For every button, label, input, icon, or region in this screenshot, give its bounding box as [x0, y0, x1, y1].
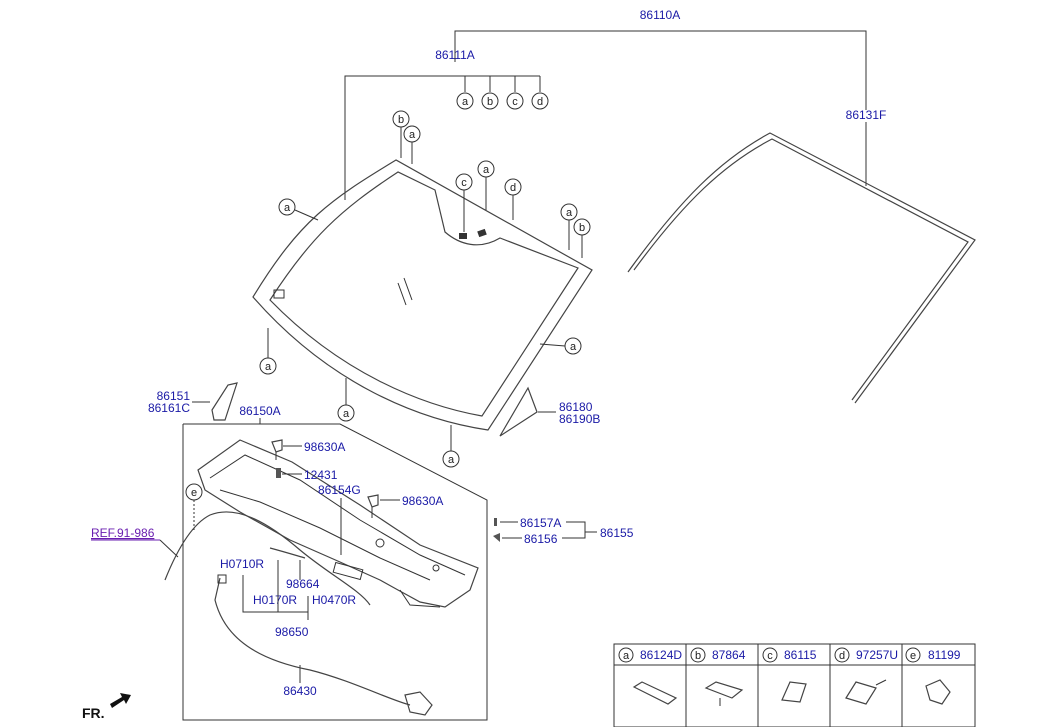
- callout-ws-a4: a: [560, 203, 578, 250]
- svg-text:b: b: [398, 114, 404, 126]
- cowl-group-box: 86150A: [182, 404, 488, 721]
- svg-text:e: e: [191, 487, 197, 499]
- part-86430: 86430: [214, 574, 433, 716]
- svg-text:b: b: [579, 222, 585, 234]
- part-12431: 12431: [276, 468, 338, 482]
- callout-top-d: d: [531, 92, 549, 110]
- svg-text:d: d: [537, 96, 543, 108]
- callout-ws-d: d: [504, 178, 522, 220]
- label-86157A: 86157A: [520, 516, 561, 530]
- label-H0710R: H0710R: [220, 557, 264, 571]
- windshield-glass: [252, 159, 593, 431]
- callout-ws-b: b: [392, 110, 410, 158]
- legend-cell-a: a 86124D: [618, 647, 682, 705]
- ref-label[interactable]: REF.91-986: [91, 526, 155, 540]
- svg-text:86115: 86115: [784, 648, 817, 662]
- svg-text:a: a: [409, 129, 416, 141]
- svg-text:a: a: [623, 650, 630, 662]
- svg-text:87864: 87864: [712, 648, 746, 662]
- svg-text:c: c: [767, 650, 773, 662]
- label-98630A-1: 98630A: [304, 440, 345, 454]
- leader-86110A: 86110A: [454, 8, 867, 186]
- svg-text:a: a: [566, 207, 573, 219]
- svg-text:a: a: [483, 164, 490, 176]
- svg-text:a: a: [462, 96, 469, 108]
- part-86151-86161C: 86151 86161C: [148, 382, 238, 421]
- part-98630A-1: 98630A: [271, 439, 345, 460]
- label-98650: 98650: [275, 625, 309, 639]
- callout-ws-a1: a: [403, 125, 421, 164]
- callout-e-cowl: e: [185, 483, 203, 530]
- callout-top-a: a: [456, 92, 474, 110]
- callout-ws-c: c: [455, 173, 473, 232]
- svg-text:b: b: [487, 96, 493, 108]
- legend-cell-e: e 81199: [905, 647, 961, 705]
- svg-text:d: d: [839, 650, 845, 662]
- fr-label: FR.: [82, 705, 105, 721]
- leader-86111A: 86111A: [344, 48, 541, 200]
- svg-text:a: a: [570, 341, 577, 353]
- label-86154G: 86154G: [318, 483, 361, 497]
- callout-ws-a5: a: [259, 328, 277, 375]
- legend-cell-b: b 87864: [690, 647, 746, 706]
- cowl-top-cover: [197, 439, 479, 608]
- label-86111A: 86111A: [435, 48, 475, 62]
- label-86161C: 86161C: [148, 401, 190, 415]
- callout-top-c: c: [506, 92, 524, 110]
- svg-text:e: e: [910, 650, 916, 662]
- front-direction-indicator: FR.: [82, 693, 131, 721]
- ref-91-986: REF.91-986: [91, 511, 371, 606]
- part-86154G: 86154G: [318, 483, 361, 555]
- label-98630A-2: 98630A: [402, 494, 443, 508]
- arrow-icon: [110, 693, 131, 708]
- legend-cell-c: c 86115: [762, 647, 817, 703]
- svg-text:b: b: [695, 650, 701, 662]
- label-86151: 86151: [157, 389, 191, 403]
- svg-text:a: a: [265, 361, 272, 373]
- label-86430: 86430: [283, 684, 317, 698]
- label-H0170R: H0170R: [253, 593, 297, 607]
- label-86190B: 86190B: [559, 412, 600, 426]
- callout-ws-a7: a: [337, 378, 355, 422]
- part-98630A-2: 98630A: [367, 494, 443, 518]
- svg-text:97257U: 97257U: [856, 648, 898, 662]
- callout-ws-a6: a: [539, 337, 582, 355]
- windshield-moulding-86131F: 86131F: [627, 108, 976, 404]
- callout-ws-b2: b: [573, 218, 591, 258]
- label-86150A: 86150A: [239, 404, 280, 418]
- washer-hose-labels: H0710R 98664 H0170R H0470R 98650: [220, 547, 356, 639]
- label-98664: 98664: [286, 577, 320, 591]
- callout-ws-a3: a: [278, 198, 319, 221]
- svg-text:81199: 81199: [928, 648, 961, 662]
- label-86131F: 86131F: [846, 108, 887, 122]
- svg-text:a: a: [448, 454, 455, 466]
- legend-table: a 86124D b 87864 c 86115 d 97257U e: [613, 643, 976, 727]
- part-86155-group: 86157A 86156 86155: [493, 516, 634, 546]
- legend-cell-d: d 97257U: [834, 647, 898, 705]
- part-86180-86190B: 86180 86190B: [499, 386, 600, 437]
- svg-text:a: a: [343, 408, 350, 420]
- label-86180: 86180: [559, 400, 593, 414]
- label-86110A: 86110A: [640, 8, 680, 22]
- callout-top-b: b: [481, 92, 499, 110]
- svg-text:d: d: [510, 182, 516, 194]
- label-86155: 86155: [600, 526, 634, 540]
- svg-text:c: c: [461, 177, 467, 189]
- callout-ws-a8: a: [442, 425, 460, 468]
- svg-text:c: c: [512, 96, 518, 108]
- label-12431: 12431: [304, 468, 338, 482]
- label-86156: 86156: [524, 532, 558, 546]
- callout-ws-a2: a: [477, 160, 495, 210]
- label-H0470R: H0470R: [312, 593, 356, 607]
- svg-text:a: a: [284, 202, 291, 214]
- svg-text:86124D: 86124D: [640, 648, 682, 662]
